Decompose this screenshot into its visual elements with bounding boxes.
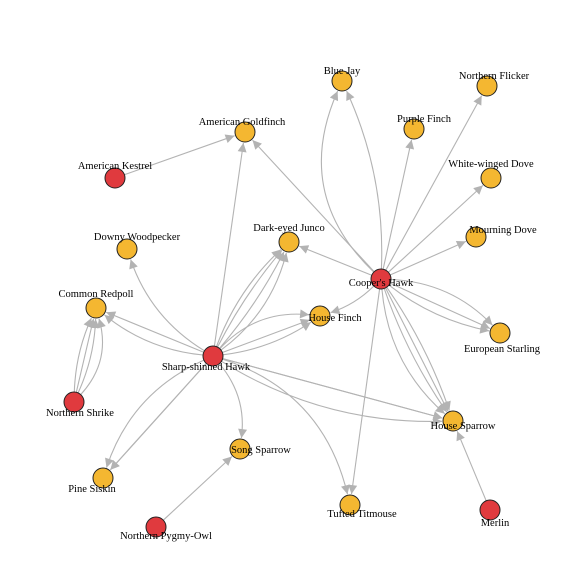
edge-sharp-shinned-hawk-to-dark-eyed-junco bbox=[219, 251, 285, 349]
node-label-sharp-shinned-hawk: Sharp-shinned Hawk bbox=[162, 362, 251, 373]
edge-coopers-hawk-to-european-starling bbox=[390, 278, 493, 326]
node-pine-siskin[interactable] bbox=[92, 467, 114, 489]
node-label-blue-jay: Blue Jay bbox=[324, 66, 361, 77]
node-mourning-dove[interactable] bbox=[465, 226, 487, 248]
node-white-winged-dove[interactable] bbox=[480, 167, 502, 189]
edge-sharp-shinned-hawk-to-pine-siskin bbox=[105, 359, 205, 468]
edge-sharp-shinned-hawk-to-house-sparrow bbox=[222, 358, 443, 421]
node-label-dark-eyed-junco: Dark-eyed Junco bbox=[253, 223, 324, 234]
edge-coopers-hawk-to-house-sparrow bbox=[381, 288, 446, 415]
node-label-tufted-titmouse: Tufted Titmouse bbox=[327, 509, 397, 520]
node-label-northern-pygmy-owl: Northern Pygmy-Owl bbox=[120, 531, 212, 542]
node-label-song-sparrow: Song Sparrow bbox=[231, 445, 291, 456]
node-label-common-redpoll: Common Redpoll bbox=[59, 289, 134, 300]
node-label-european-starling: European Starling bbox=[464, 344, 541, 355]
edge-coopers-hawk-to-house-sparrow bbox=[383, 288, 448, 413]
node-house-finch[interactable] bbox=[309, 305, 331, 327]
node-tufted-titmouse[interactable] bbox=[339, 494, 361, 516]
node-label-mourning-dove: Mourning Dove bbox=[469, 225, 537, 236]
edge-coopers-hawk-to-house-sparrow bbox=[386, 286, 451, 411]
node-label-northern-shrike: Northern Shrike bbox=[46, 408, 114, 419]
nodes-layer bbox=[63, 70, 511, 538]
edge-sharp-shinned-hawk-to-house-finch bbox=[222, 321, 312, 356]
node-downy-woodpecker[interactable] bbox=[116, 238, 138, 260]
node-blue-jay[interactable] bbox=[331, 70, 353, 92]
edge-coopers-hawk-to-european-starling bbox=[388, 284, 490, 334]
node-label-house-sparrow: House Sparrow bbox=[430, 421, 495, 432]
node-label-purple-finch: Purple Finch bbox=[397, 114, 452, 125]
node-northern-shrike[interactable] bbox=[63, 391, 85, 413]
node-label-northern-flicker: Northern Flicker bbox=[459, 71, 530, 82]
node-label-american-kestrel: American Kestrel bbox=[78, 161, 152, 172]
edge-sharp-shinned-hawk-to-house-sparrow bbox=[221, 360, 443, 427]
node-merlin[interactable] bbox=[479, 499, 501, 521]
node-song-sparrow[interactable] bbox=[229, 438, 251, 460]
edge-sharp-shinned-hawk-to-song-sparrow bbox=[218, 363, 248, 439]
edge-northern-shrike-to-common-redpoll bbox=[75, 318, 96, 393]
node-house-sparrow[interactable] bbox=[442, 410, 464, 432]
node-common-redpoll[interactable] bbox=[85, 297, 107, 319]
edges-layer bbox=[73, 90, 493, 521]
node-sharp-shinned-hawk[interactable] bbox=[202, 345, 224, 367]
edge-coopers-hawk-to-blue-jay bbox=[320, 90, 375, 273]
edge-coopers-hawk-to-purple-finch bbox=[382, 139, 415, 270]
node-label-white-winged-dove: White-winged Dove bbox=[448, 159, 534, 170]
edge-sharp-shinned-hawk-to-dark-eyed-junco bbox=[217, 250, 283, 348]
edge-sharp-shinned-hawk-to-house-finch bbox=[219, 309, 310, 350]
node-coopers-hawk[interactable] bbox=[370, 268, 392, 290]
node-label-pine-siskin: Pine Siskin bbox=[68, 484, 116, 495]
edge-merlin-to-house-sparrow bbox=[456, 430, 487, 502]
node-label-merlin: Merlin bbox=[481, 518, 510, 529]
edge-sharp-shinned-hawk-to-dark-eyed-junco bbox=[215, 249, 282, 347]
node-northern-pygmy-owl[interactable] bbox=[145, 516, 167, 538]
edge-sharp-shinned-hawk-to-tufted-titmouse bbox=[222, 358, 350, 495]
node-label-coopers-hawk: Cooper's Hawk bbox=[349, 278, 414, 289]
edge-american-kestrel-to-american-goldfinch bbox=[124, 134, 235, 176]
node-american-goldfinch[interactable] bbox=[234, 121, 256, 143]
node-purple-finch[interactable] bbox=[403, 118, 425, 140]
node-european-starling[interactable] bbox=[489, 322, 511, 344]
edge-northern-shrike-to-common-redpoll bbox=[80, 318, 106, 395]
edge-coopers-hawk-to-tufted-titmouse bbox=[348, 288, 381, 495]
edge-sharp-shinned-hawk-to-common-redpoll bbox=[105, 311, 204, 353]
edge-coopers-hawk-to-american-goldfinch bbox=[252, 139, 375, 273]
edge-sharp-shinned-hawk-to-american-goldfinch bbox=[213, 142, 247, 347]
edge-sharp-shinned-hawk-to-common-redpoll bbox=[104, 314, 204, 356]
edge-sharp-shinned-hawk-to-pine-siskin bbox=[109, 363, 207, 471]
edge-coopers-hawk-to-dark-eyed-junco bbox=[298, 245, 372, 276]
node-american-kestrel[interactable] bbox=[104, 167, 126, 189]
edge-coopers-hawk-to-mourning-dove bbox=[389, 240, 467, 276]
node-northern-flicker[interactable] bbox=[476, 75, 498, 97]
edge-sharp-shinned-hawk-to-downy-woodpecker bbox=[129, 259, 205, 352]
edge-coopers-hawk-to-white-winged-dove bbox=[388, 184, 484, 273]
node-label-house-finch: House Finch bbox=[308, 313, 362, 324]
edge-coopers-hawk-to-northern-flicker bbox=[385, 95, 483, 271]
edge-coopers-hawk-to-european-starling bbox=[389, 282, 491, 330]
node-label-american-goldfinch: American Goldfinch bbox=[199, 117, 286, 128]
edge-coopers-hawk-to-house-sparrow bbox=[385, 287, 449, 412]
node-label-downy-woodpecker: Downy Woodpecker bbox=[94, 232, 181, 243]
edge-coopers-hawk-to-house-finch bbox=[330, 285, 375, 315]
edge-sharp-shinned-hawk-to-dark-eyed-junco bbox=[220, 252, 289, 351]
edge-coopers-hawk-to-blue-jay bbox=[346, 90, 383, 270]
edge-northern-pygmy-owl-to-song-sparrow bbox=[162, 456, 233, 521]
edge-sharp-shinned-hawk-to-house-finch bbox=[222, 318, 310, 354]
node-dark-eyed-junco[interactable] bbox=[278, 231, 300, 253]
